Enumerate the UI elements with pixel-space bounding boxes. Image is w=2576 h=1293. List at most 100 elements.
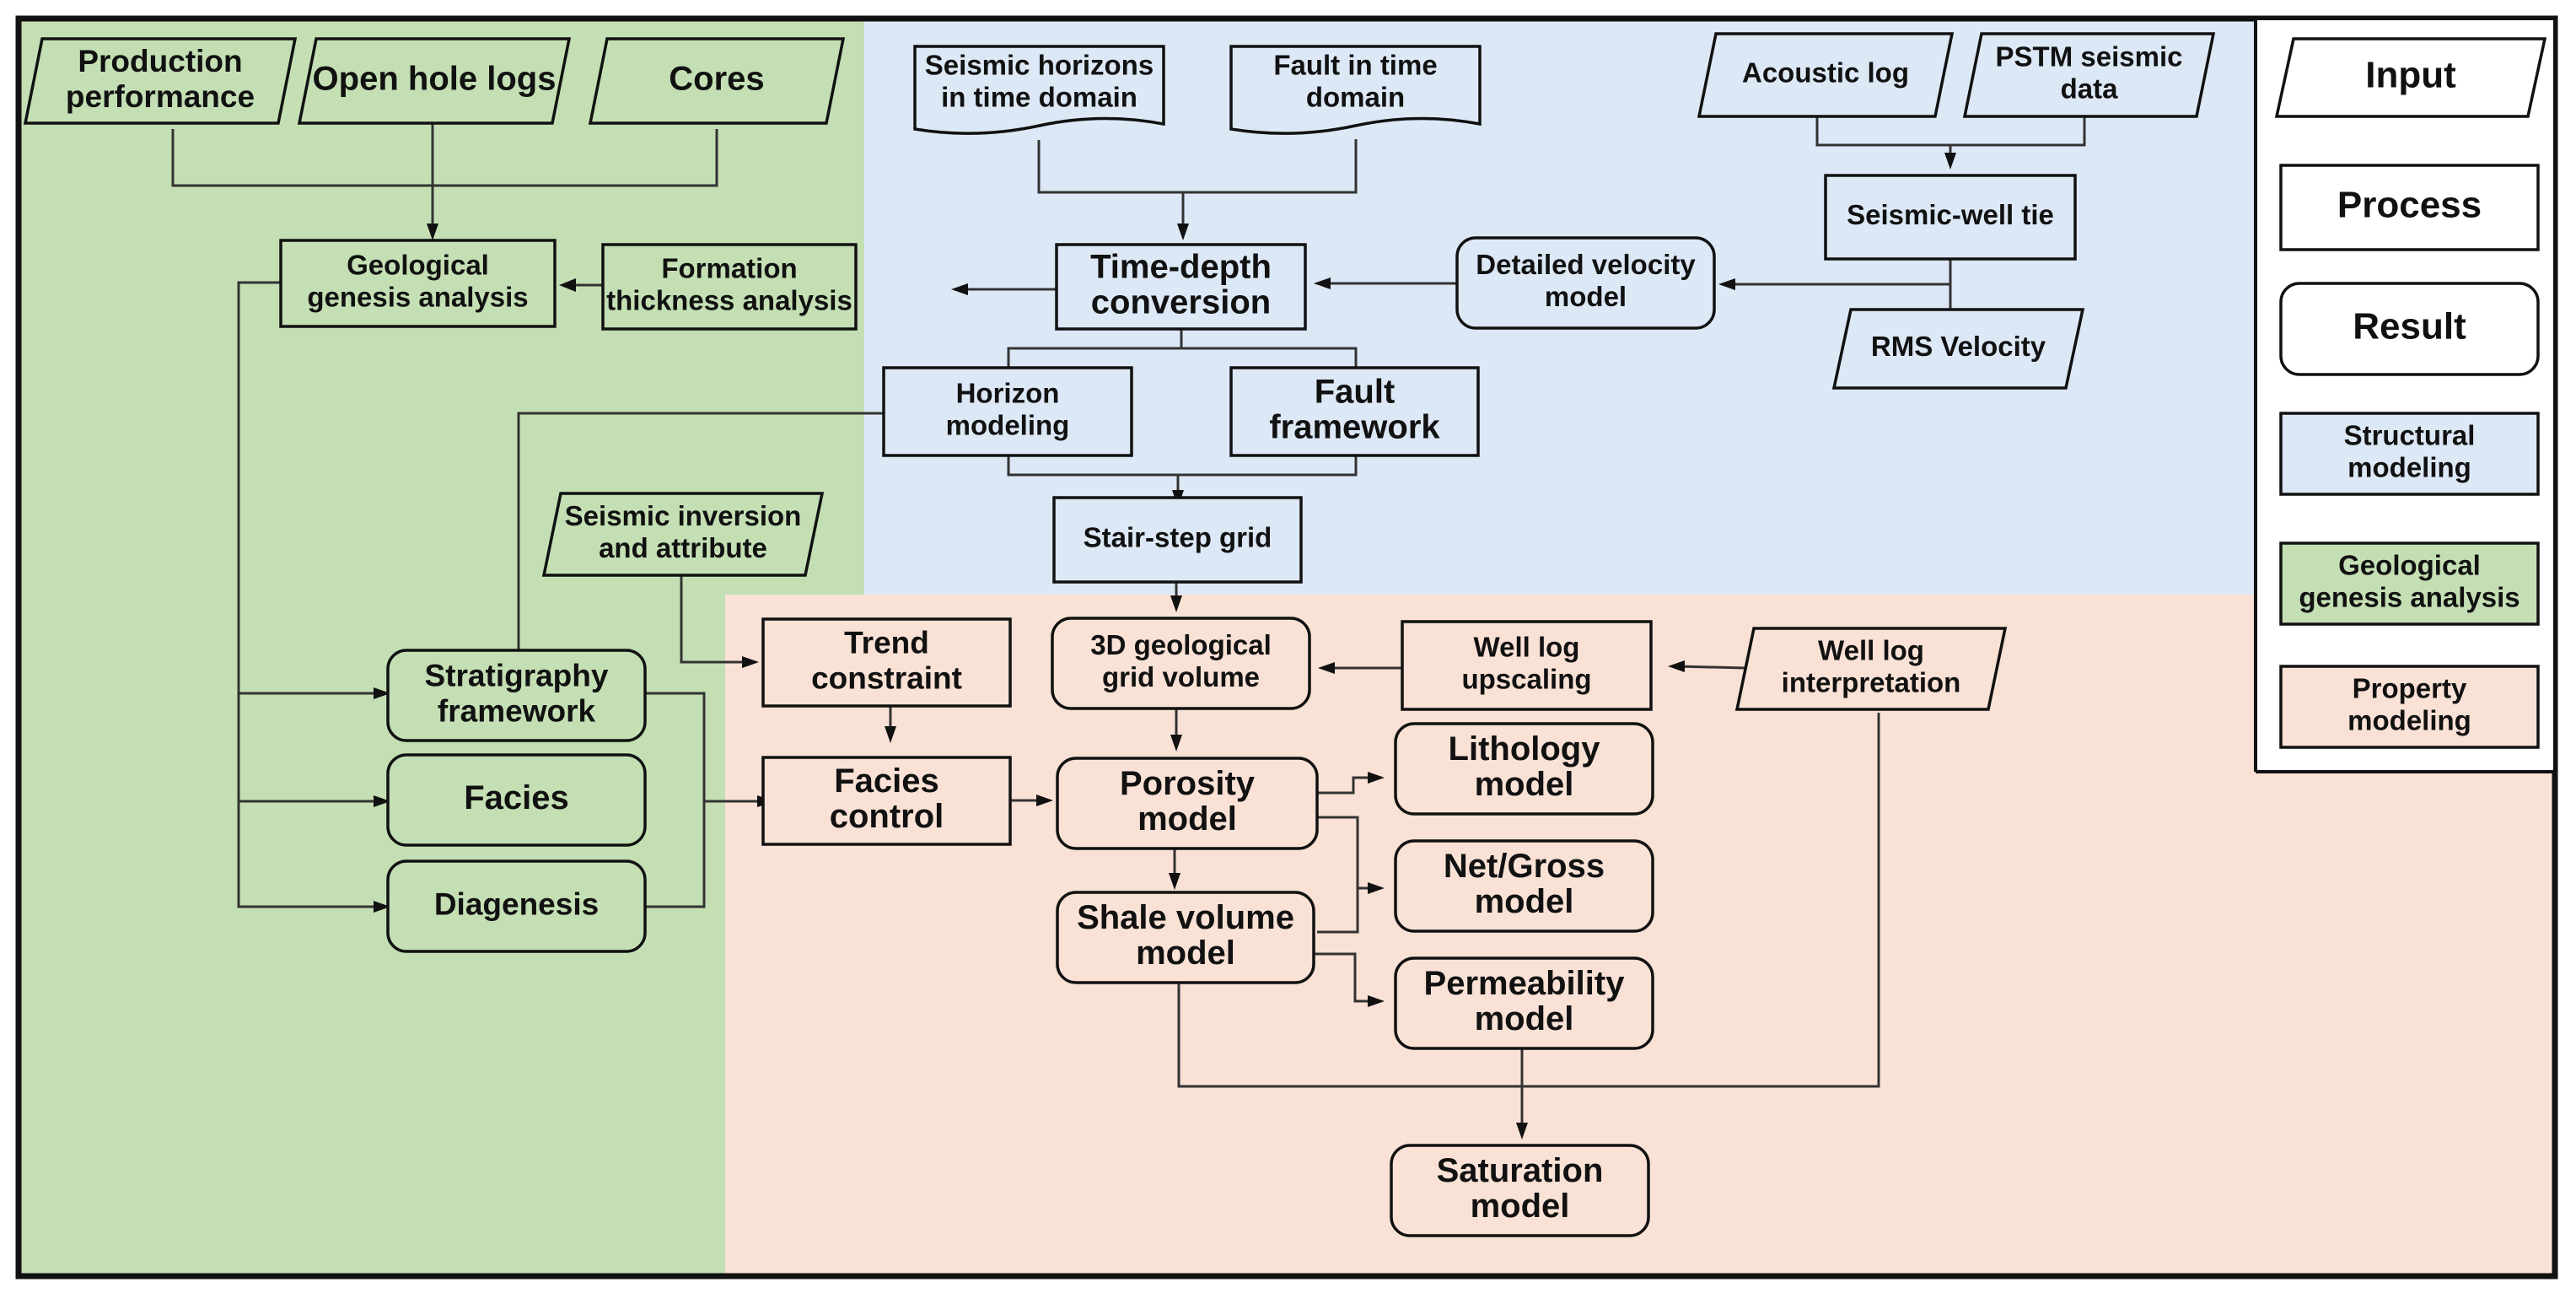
result-legend-shape (2279, 282, 2540, 376)
seismic-horizons-node-shape (913, 45, 1165, 135)
geological-legend-label-2: genesis analysis (2299, 582, 2520, 613)
acoustic-log-node: Acoustic log (1697, 32, 1955, 118)
fault-time-node-shape (1229, 45, 1482, 135)
well-log-interpretation-node-label-1: Well log (1818, 635, 1924, 666)
geological-region-cut (725, 595, 864, 1276)
geological-region (19, 19, 864, 1276)
grid-volume-node-label-2: grid volume (1102, 661, 1260, 692)
facies-control-node-label-1: Facies (834, 762, 939, 800)
lithology-node-shape (1394, 722, 1654, 816)
geological-genesis-node-label-1: Geological (347, 250, 489, 281)
open-hole-logs-node: Open hole logs (297, 37, 572, 125)
well-log-interpretation-node-label-2: interpretation (1782, 667, 1961, 698)
facies-node: Facies (386, 753, 647, 847)
net-gross-node-shape (1394, 839, 1654, 933)
input-legend-shape (2274, 37, 2547, 118)
cores-node-shape (588, 37, 846, 125)
well-log-upscaling-node-label-1: Well log (1474, 632, 1580, 663)
time-depth-node-label-1: Time-depth (1090, 249, 1272, 286)
saturation-node-shape (1390, 1144, 1650, 1237)
input-legend-label-1: Input (2365, 55, 2456, 96)
facies-control-node-label-2: control (830, 798, 944, 835)
seismic-well-tie-node-label-1: Seismic-well tie (1847, 199, 2054, 230)
open-hole-logs-node-shape (297, 37, 572, 125)
production-performance-node-label-1: Production (78, 44, 242, 78)
seismic-horizons-node-label-2: in time domain (941, 82, 1137, 113)
well-log-upscaling-node-label-2: upscaling (1461, 664, 1591, 695)
legend: InputProcessResultStructuralmodelingGeol… (2274, 37, 2547, 749)
porosity-node-shape (1056, 757, 1319, 850)
formation-thickness-node-label-2: thickness analysis (606, 285, 852, 316)
stratigraphy-node-shape (386, 649, 647, 742)
fault-time-node-label-1: Fault in time (1273, 50, 1437, 81)
pstm-seismic-node-shape (1962, 32, 2216, 118)
time-depth-node-shape (1055, 243, 1307, 331)
geological-legend-label-1: Geological (2338, 550, 2481, 581)
property-legend-label-1: Property (2353, 673, 2467, 704)
result-legend: Result (2279, 282, 2540, 376)
lithology-node-label-2: model (1475, 766, 1574, 803)
fault-framework-node-label-2: framework (1269, 409, 1440, 446)
shale-volume-node-label-2: model (1136, 935, 1235, 972)
stratigraphy-node-label-2: framework (438, 693, 596, 728)
outer-frame (15, 15, 2558, 1280)
velocity-model-node-label-2: model (1545, 281, 1627, 312)
legend-background (2257, 20, 2553, 770)
production-performance-node-shape (23, 37, 298, 125)
stair-step-node: Stair-step grid (1052, 496, 1303, 584)
property-legend-label-2: modeling (2347, 705, 2471, 736)
seismic-inversion-node-label-2: and attribute (599, 532, 767, 563)
formation-thickness-node-label-1: Formation (661, 253, 797, 284)
connectors (171, 114, 2086, 1129)
grid-volume-node-label-1: 3D geological (1090, 629, 1272, 660)
rms-velocity-node-label-1: RMS Velocity (1871, 331, 2046, 362)
process-legend: Process (2279, 164, 2540, 251)
rms-velocity-node: RMS Velocity (1831, 308, 2085, 390)
open-hole-logs-node-label-1: Open hole logs (313, 61, 557, 98)
saturation-node-label-2: model (1471, 1188, 1570, 1225)
diagenesis-node: Diagenesis (386, 859, 647, 953)
time-depth-node-label-2: conversion (1091, 284, 1271, 321)
diagenesis-node-label-1: Diagenesis (434, 886, 599, 921)
seismic-horizons-node-label-1: Seismic horizons (925, 50, 1154, 81)
trend-constraint-node-label-1: Trend (844, 625, 929, 660)
input-legend: Input (2274, 37, 2547, 118)
well-log-upscaling-node-shape (1401, 620, 1653, 711)
shale-volume-node-shape (1056, 891, 1315, 984)
seismic-well-tie-node: Seismic-well tie (1824, 174, 2077, 261)
stair-step-node-label-1: Stair-step grid (1084, 522, 1272, 553)
grid-volume-node-shape (1051, 617, 1311, 710)
trend-constraint-node-shape (761, 617, 1012, 708)
permeability-node-label-1: Permeability (1424, 965, 1626, 1002)
fault-framework-node-shape (1229, 366, 1480, 457)
pstm-seismic-node-label-2: data (2061, 73, 2119, 105)
permeability-node-shape (1394, 956, 1654, 1050)
fault-time-node-label-2: domain (1306, 82, 1405, 113)
net-gross-node-label-2: model (1475, 883, 1574, 920)
horizon-modeling-node-label-1: Horizon (956, 378, 1060, 409)
fault-framework-node-label-1: Fault (1315, 374, 1396, 411)
cores-node: Cores (588, 37, 846, 125)
seismic-inversion-node-label-1: Seismic inversion (565, 500, 802, 531)
arrowheads (374, 153, 1956, 1139)
